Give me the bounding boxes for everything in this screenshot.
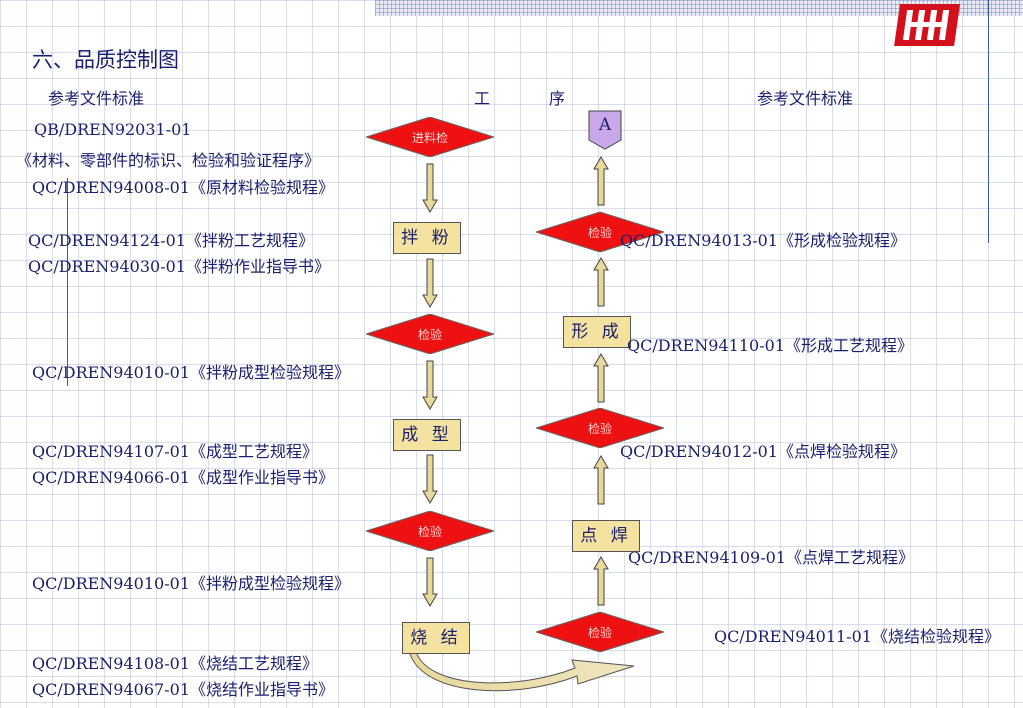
process-sinter-box: 烧 结: [402, 622, 470, 654]
header-right-reference: 参考文件标准: [757, 89, 854, 108]
left-ref-4: QC/DREN94124-01《拌粉工艺规程》: [28, 231, 314, 250]
inspection-diamond-weld: 检验: [536, 408, 664, 448]
arrow-down-5: [422, 557, 438, 607]
inspection-diamond-sinter: 检验: [536, 612, 664, 652]
arrow-down-4: [422, 454, 438, 504]
incoming-inspection-label: 进料检: [411, 130, 448, 145]
arrow-down-3: [422, 360, 438, 410]
left-vertical-rule: [67, 178, 68, 386]
left-ref-3: QC/DREN94008-01《原材料检验规程》: [32, 178, 334, 197]
right-ref-3: QC/DREN94012-01《点焊检验规程》: [620, 442, 906, 461]
left-ref-5: QC/DREN94030-01《拌粉作业指导书》: [28, 257, 330, 276]
header-left-reference: 参考文件标准: [48, 89, 145, 108]
left-ref-2: 《材料、零部件的标识、检验和验证程序》: [16, 151, 321, 170]
process-mold-box: 成 型: [393, 419, 461, 451]
right-ref-1: QC/DREN94013-01《形成检验规程》: [620, 231, 906, 250]
right-ref-2: QC/DREN94110-01《形成工艺规程》: [627, 336, 913, 355]
connector-a: A: [588, 110, 622, 150]
left-ref-6: QC/DREN94010-01《拌粉成型检验规程》: [32, 363, 350, 382]
arrow-up-5: [593, 156, 609, 206]
left-ref-1: QB/DREN92031-01: [34, 120, 192, 139]
arrow-up-1: [593, 556, 609, 606]
right-ref-4: QC/DREN94109-01《点焊工艺规程》: [628, 548, 914, 567]
process-mix-box: 拌 粉: [393, 222, 461, 254]
arrow-up-2: [593, 455, 609, 505]
process-form-box: 形 成: [563, 316, 631, 348]
left-ref-9: QC/DREN94010-01《拌粉成型检验规程》: [32, 574, 350, 593]
top-pattern-band: [375, 0, 1023, 16]
inspection-label-form: 检验: [587, 225, 612, 240]
inspection-diamond-mix: 检验: [366, 314, 494, 354]
inspection-diamond-form: 检验: [536, 212, 664, 252]
inspection-label-mix: 检验: [417, 327, 442, 342]
arrow-up-4: [593, 257, 609, 307]
arrow-up-3: [593, 353, 609, 403]
inspection-label-mold: 检验: [417, 524, 442, 539]
curved-arrow-sinter-to-inspection: [409, 651, 635, 692]
left-ref-11: QC/DREN94067-01《烧结作业指导书》: [32, 680, 334, 699]
inspection-diamond-mold: 检验: [366, 511, 494, 551]
arrow-down-1: [422, 163, 438, 213]
right-ref-5: QC/DREN94011-01《烧结检验规程》: [714, 627, 1000, 646]
right-vertical-rule: [988, 0, 989, 243]
left-ref-7: QC/DREN94107-01《成型工艺规程》: [32, 442, 318, 461]
incoming-inspection-diamond: 进料检: [366, 117, 494, 157]
connector-a-label: A: [598, 115, 612, 135]
header-process-1: 工: [474, 89, 491, 108]
arrow-down-2: [422, 258, 438, 308]
inspection-label-weld: 检验: [587, 421, 612, 436]
header-process-2: 序: [549, 89, 566, 108]
left-ref-10: QC/DREN94108-01《烧结工艺规程》: [32, 654, 318, 673]
inspection-label-sinter: 检验: [587, 625, 612, 640]
page-title: 六、品质控制图: [32, 48, 179, 72]
process-weld-box: 点 焊: [572, 520, 640, 552]
left-ref-8: QC/DREN94066-01《成型作业指导书》: [32, 468, 334, 487]
